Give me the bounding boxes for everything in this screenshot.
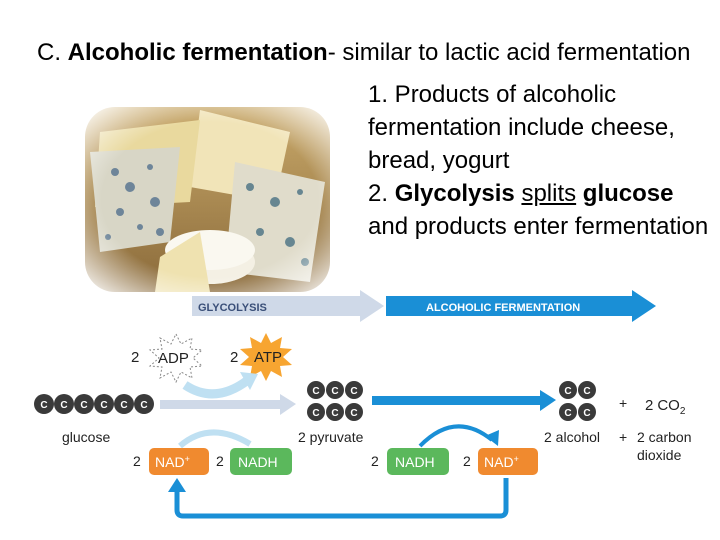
fermentation-diagram: GLYCOLYSIS ALCOHOLIC FERMENTATION 2 ADP … [34, 290, 691, 519]
pyruvate-carbon-2: C [331, 386, 338, 397]
atp-starburst-icon [240, 333, 292, 381]
point-1: 1. Products of alcoholic fermentation in… [368, 81, 675, 174]
alcoholic-fermentation-bar [386, 290, 656, 322]
pyruvate-label: 2 pyruvate [298, 429, 364, 445]
nadh-1-coefficient: 2 [216, 453, 224, 469]
atp-label: ATP [254, 349, 282, 366]
point-2-glucose: glucose [582, 180, 674, 207]
pyruvate-carbon-6: C [350, 408, 357, 419]
nad-1-sup: + [185, 454, 190, 464]
pyruvate-carbon-1: C [312, 386, 319, 397]
point-2: 2. Glycolysis splits glucose and product… [368, 177, 718, 243]
nad-to-nadh-arrow [178, 429, 252, 449]
slide-heading: C. Alcoholic fermentation- similar to la… [37, 36, 717, 69]
alcohol-carbon-2: C [583, 386, 590, 397]
glucose-carbon-2: C [60, 400, 67, 411]
nad-1-text: NAD [155, 454, 185, 470]
nadh-1-box [230, 448, 292, 475]
plus-sign-2: + [619, 429, 627, 445]
glucose-carbon-4: C [100, 400, 107, 411]
alcohol-carbon-1: C [564, 386, 571, 397]
glucose-carbon-3: C [80, 400, 87, 411]
nad-1-box [149, 448, 209, 475]
nad-2-text: NAD [484, 454, 514, 470]
pyruvate-carbon-3: C [350, 386, 357, 397]
nad-1-coefficient: 2 [133, 453, 141, 469]
pyruvate-carbon-4: C [312, 408, 319, 419]
co2-coefficient: 2 [645, 397, 653, 414]
adp-coefficient: 2 [131, 349, 139, 366]
nad-1-label: NAD+ [155, 454, 190, 470]
adp-label: ADP [158, 350, 189, 367]
pyruvate-to-alcohol-arrow [372, 396, 540, 405]
point-2-rest: and products enter fermentation [368, 213, 709, 240]
nad-2-sup: + [514, 454, 519, 464]
glycolysis-bar [192, 290, 384, 322]
alcohol-carbon-3: C [564, 408, 571, 419]
heading-rest: - similar to lactic acid fermentation [327, 39, 691, 66]
pyruvate-molecules [307, 381, 363, 421]
glycolysis-label: GLYCOLYSIS [198, 302, 267, 314]
nadh-2-coefficient: 2 [371, 453, 379, 469]
adp-starburst-icon [148, 332, 204, 384]
cheese-photo [60, 92, 360, 307]
alcoholic-fermentation-label: ALCOHOLIC FERMENTATION [426, 302, 580, 314]
nadh-2-box [387, 448, 449, 475]
carbon-dioxide-label-1: 2 carbon [637, 429, 691, 445]
glucose-carbon-6: C [140, 400, 147, 411]
heading-prefix: C. [37, 39, 68, 66]
heading-bold: Alcoholic fermentation [67, 39, 328, 66]
glucose-carbon-1: C [40, 400, 47, 411]
point-2-number: 2. [368, 180, 395, 207]
pyruvate-carbon-5: C [331, 408, 338, 419]
glucose-carbon-5: C [120, 400, 127, 411]
alcohol-carbon-4: C [583, 408, 590, 419]
nadh-to-nad-arrow [418, 424, 494, 448]
nadh-2-label: NADH [395, 454, 435, 470]
bullet-list: 1. Products of alcoholic fermentation in… [368, 78, 718, 243]
glucose-label: glucose [62, 429, 110, 445]
nad-2-label: NAD+ [484, 454, 519, 470]
point-2-break [576, 180, 583, 207]
glucose-molecule [34, 394, 154, 414]
point-2-splits: splits [521, 180, 577, 207]
co2-subscript: 2 [680, 406, 686, 417]
adp-to-atp-arrow [182, 376, 251, 399]
alcohol-molecules [559, 381, 596, 421]
point-2-glycolysis: Glycolysis [394, 180, 515, 207]
co2-symbol: CO [657, 397, 680, 414]
nad-recycle-arrow [174, 478, 509, 519]
nad-2-box [478, 448, 538, 475]
glucose-to-pyruvate-arrow [160, 400, 280, 409]
nad-2-coefficient: 2 [463, 453, 471, 469]
alcohol-label: 2 alcohol [544, 429, 600, 445]
nadh-1-label: NADH [238, 454, 278, 470]
atp-coefficient: 2 [230, 349, 238, 366]
plus-sign-1: + [619, 395, 627, 411]
carbon-dioxide-label-2: dioxide [637, 447, 682, 463]
